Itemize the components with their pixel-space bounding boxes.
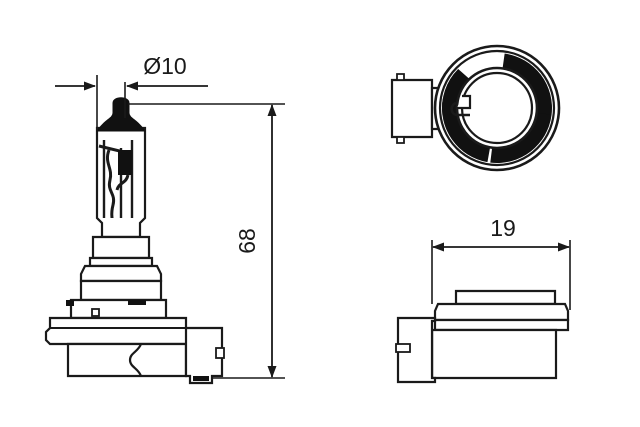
height-dimension: 68	[128, 103, 285, 379]
plan-tab-top-nub	[396, 73, 405, 81]
top-plan-view	[390, 44, 561, 172]
base-body-block	[79, 279, 163, 302]
base-elevation-view	[395, 289, 570, 384]
height-dimension-label: 68	[234, 228, 260, 254]
width-dimension: 19	[431, 215, 571, 310]
plan-bore-inner	[460, 71, 534, 145]
base-upper-collar	[91, 235, 151, 260]
base-elev-flange-groove	[433, 318, 570, 332]
base-key-right	[128, 300, 146, 305]
base-taper-shoulder	[79, 264, 163, 283]
width-dimension-label: 19	[490, 215, 516, 241]
plan-tab-bottom-nub	[396, 136, 405, 144]
connector-housing	[66, 342, 188, 378]
terminal-block	[184, 326, 224, 385]
terminal-slot	[215, 347, 225, 359]
diameter-dimension: Ø10	[55, 53, 208, 128]
filament-assembly	[98, 140, 134, 219]
diameter-dimension-label: Ø10	[143, 53, 186, 79]
base-key-left	[66, 300, 74, 306]
base-key-small-square	[91, 308, 100, 317]
side-elevation-view	[44, 97, 225, 385]
bulb-black-tip	[96, 97, 146, 132]
plan-keyway-hook	[450, 101, 470, 117]
housing-mould-curve	[128, 343, 143, 377]
base-elev-housing	[430, 328, 558, 380]
base-elev-terminal-slot	[395, 343, 411, 353]
base-elev-flange-upper	[433, 302, 570, 322]
base-key-plate	[69, 298, 168, 320]
base-elev-terminal-block	[396, 316, 437, 384]
plan-keyway-notch	[457, 94, 472, 110]
mounting-flange	[44, 316, 192, 346]
base-top-pad	[454, 289, 557, 306]
base-collar-rim	[88, 256, 154, 268]
terminal-foot	[193, 376, 209, 381]
plan-connector-tab	[390, 78, 434, 139]
